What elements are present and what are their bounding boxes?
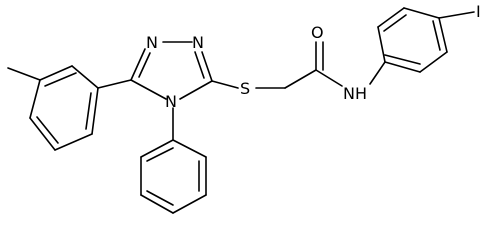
bond-c-i (438, 11, 475, 19)
bond-ph-6 (140, 139, 174, 158)
bond-tol-6 (91, 87, 99, 135)
iodophenyl-ring (369, 7, 475, 85)
bond-ar-3 (438, 17, 448, 53)
atom-nh-amide: NH (343, 84, 367, 103)
atom-labels: N N N S O NH I (146, 2, 481, 111)
bond-ar-5 (377, 7, 405, 28)
bond-methyl (7, 67, 41, 81)
bond-ar-4 (403, 7, 440, 19)
atom-n-ring-bottom: N (165, 92, 177, 111)
bond-ph-3 (172, 194, 207, 214)
bond-tol-6-inner (85, 92, 92, 130)
bond-tol-5 (54, 133, 93, 151)
bond-tol-1 (71, 65, 99, 89)
bond-ar-2 (419, 51, 448, 73)
bond-c5-n1 (130, 48, 146, 81)
atom-o-carbonyl: O (311, 23, 324, 42)
molecule-canvas: N N N S O NH I (7, 2, 481, 214)
bond-ar-6 (377, 26, 386, 63)
bond-c-nh (315, 69, 343, 87)
bond-ph-4 (140, 194, 174, 214)
bond-c5-n1-inner (138, 52, 151, 78)
bond-ar-5-inner (383, 14, 407, 32)
bond-c5-tolyl (97, 79, 132, 89)
bond-tol-2-inner (44, 72, 77, 87)
atom-n-top-left: N (146, 33, 158, 52)
bond-tol-3 (29, 79, 41, 119)
tolyl-ring (7, 65, 132, 151)
thioacetamide-chain (211, 41, 343, 89)
bond-ph-6-inner (146, 147, 174, 162)
bond-ph-4-inner (146, 190, 174, 206)
bond-n2-c3 (201, 51, 213, 82)
bond-ar-3-inner (432, 20, 441, 51)
bond-n2-c3-inner (194, 51, 205, 79)
bond-nh-aryl (369, 61, 386, 85)
bond-c3-s (211, 80, 239, 89)
bond-tol-2 (39, 65, 73, 81)
atom-n-top-right: N (192, 33, 204, 52)
atom-i-iodo: I (476, 2, 481, 21)
bond-ph-1 (172, 139, 207, 158)
molecule-structure: N N N S O NH I (7, 2, 481, 214)
bond-tol-4 (29, 117, 56, 151)
atom-s-thioether: S (240, 79, 250, 98)
bond-ch2-co (284, 69, 317, 89)
bond-c3-n4 (179, 80, 213, 100)
triazole-ring (130, 41, 213, 100)
bond-tol-4-inner (36, 116, 59, 144)
bond-ar-1 (384, 61, 421, 73)
bond-ar-1-inner (384, 54, 421, 65)
bond-n4-c5 (130, 79, 167, 100)
n-phenyl-ring (140, 107, 207, 214)
